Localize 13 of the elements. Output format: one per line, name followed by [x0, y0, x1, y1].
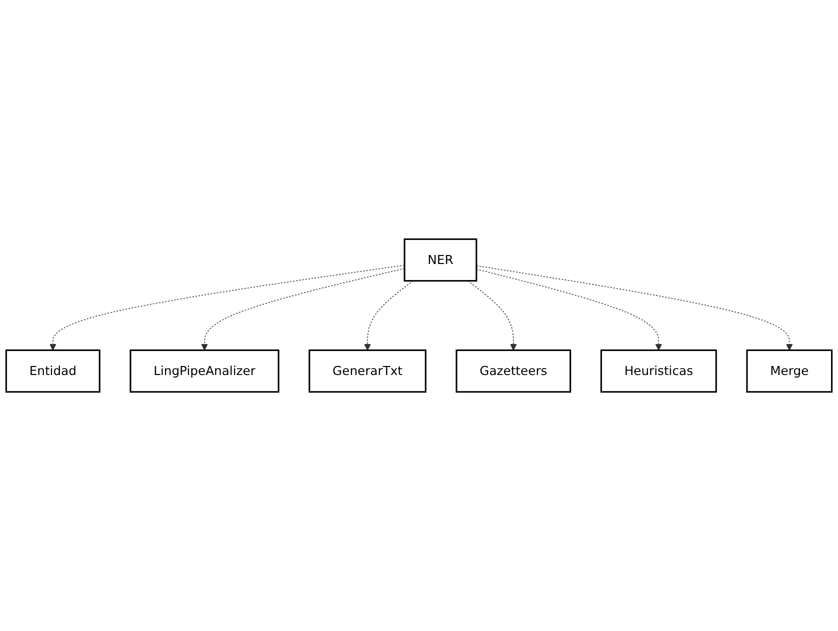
node-box: Gazetteers — [456, 349, 572, 393]
arrow — [467, 280, 517, 351]
arrow — [476, 268, 662, 351]
node-box: NER — [404, 238, 478, 282]
node-box: GenerarTxt — [308, 349, 426, 393]
node-box: Merge — [746, 349, 833, 393]
node-box: Entidad — [5, 349, 100, 393]
arrow — [201, 268, 405, 351]
arrow — [50, 264, 405, 351]
node-box: Heuristicas — [600, 349, 717, 393]
arrow — [364, 280, 414, 351]
arrow — [476, 265, 793, 351]
node-box: LingPipeAnalizer — [130, 349, 280, 393]
